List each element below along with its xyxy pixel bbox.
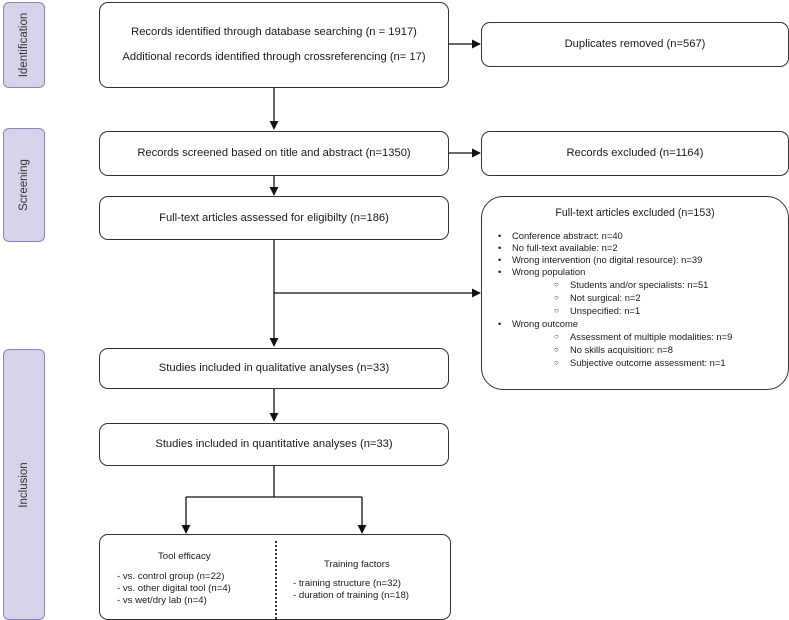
outcomes-box: Tool efficacy - vs. control group (n=22)… bbox=[99, 534, 451, 620]
phase-identification: Identification bbox=[3, 2, 45, 88]
excl-wrong-intervention: Wrong intervention (no digital resource)… bbox=[498, 254, 702, 266]
fulltext-assessed-box: Full-text articles assessed for eligibil… bbox=[99, 196, 449, 240]
training-factors-item-1: - training structure (n=32) bbox=[293, 578, 401, 589]
excl-pop-students: Students and/or specialists: n=51 bbox=[554, 279, 708, 291]
records-excluded-text: Records excluded (n=1164) bbox=[566, 147, 704, 160]
records-database-text: Records identified through database sear… bbox=[131, 26, 417, 39]
outcomes-divider bbox=[275, 541, 277, 619]
quantitative-box: Studies included in quantitative analyse… bbox=[99, 423, 449, 466]
excl-pop-not-surgical: Not surgical: n=2 bbox=[554, 292, 641, 304]
quantitative-text: Studies included in quantitative analyse… bbox=[155, 438, 393, 451]
excl-wrong-outcome: Wrong outcome bbox=[498, 318, 578, 330]
qualitative-box: Studies included in qualitative analyses… bbox=[99, 348, 449, 389]
tool-efficacy-item-2: - vs. other digital tool (n=4) bbox=[117, 583, 231, 594]
duplicates-removed-box: Duplicates removed (n=567) bbox=[481, 22, 789, 67]
fulltext-excluded-title: Full-text articles excluded (n=153) bbox=[555, 207, 715, 219]
excl-conference: Conference abstract: n=40 bbox=[498, 230, 623, 242]
excl-no-fulltext: No full-text available: n=2 bbox=[498, 242, 617, 254]
excl-out-multiple: Assessment of multiple modalities: n=9 bbox=[554, 331, 732, 343]
records-screened-box: Records screened based on title and abst… bbox=[99, 131, 449, 176]
records-identified-box: Records identified through database sear… bbox=[99, 2, 449, 88]
records-excluded-box: Records excluded (n=1164) bbox=[481, 131, 789, 176]
fulltext-assessed-text: Full-text articles assessed for eligibil… bbox=[159, 211, 389, 224]
records-screened-text: Records screened based on title and abst… bbox=[137, 147, 411, 160]
qualitative-text: Studies included in qualitative analyses… bbox=[158, 362, 390, 375]
fulltext-excluded-box: Full-text articles excluded (n=153) Conf… bbox=[481, 196, 789, 390]
tool-efficacy-title: Tool efficacy bbox=[158, 551, 211, 562]
records-crossreference-text: Additional records identified through cr… bbox=[122, 51, 426, 63]
excl-out-subjective: Subjective outcome assessment: n=1 bbox=[554, 357, 726, 369]
training-factors-title: Training factors bbox=[324, 559, 390, 570]
tool-efficacy-item-1: - vs. control group (n=22) bbox=[117, 571, 225, 582]
tool-efficacy-item-3: - vs wet/dry lab (n=4) bbox=[117, 595, 207, 606]
phase-screening: Screening bbox=[3, 128, 45, 242]
duplicates-removed-text: Duplicates removed (n=567) bbox=[564, 38, 706, 51]
excl-wrong-population: Wrong population bbox=[498, 266, 585, 278]
excl-pop-unspecified: Unspecified: n=1 bbox=[554, 305, 640, 317]
excl-out-no-skills: No skills acquisition: n=8 bbox=[554, 344, 673, 356]
training-factors-item-2: - duration of training (n=18) bbox=[293, 590, 409, 601]
